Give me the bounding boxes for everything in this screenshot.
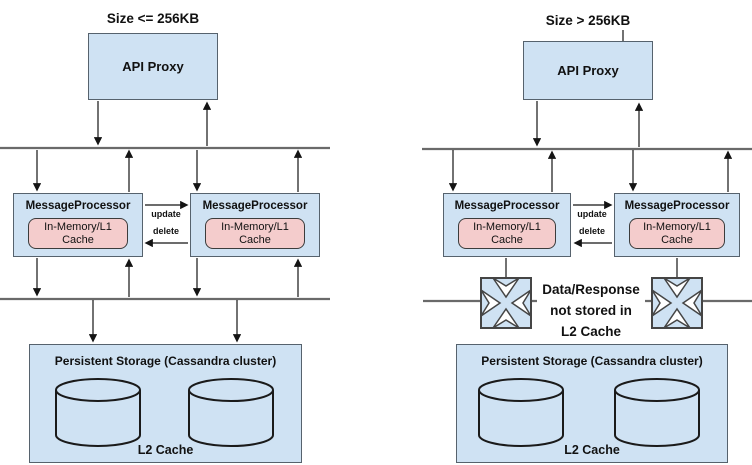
flow-title-right: Size > 256KB <box>545 13 631 28</box>
l1-cache-label: In-Memory/L1 Cache <box>221 220 289 246</box>
update-label: update <box>151 209 181 219</box>
delete-label: delete <box>578 226 605 236</box>
database-cylinder-icon <box>478 378 564 447</box>
l1-cache-label: In-Memory/L1 Cache <box>44 220 112 246</box>
api-proxy-label: API Proxy <box>557 63 619 78</box>
message-processor-box: MessageProcessor In-Memory/L1 Cache <box>443 193 571 257</box>
message-processor-label: MessageProcessor <box>454 200 560 212</box>
database-cylinder-icon <box>55 378 141 447</box>
l1-cache-box: In-Memory/L1 Cache <box>28 218 128 249</box>
l1-cache-label: In-Memory/L1 Cache <box>643 220 711 246</box>
message-processor-box: MessageProcessor In-Memory/L1 Cache <box>13 193 143 257</box>
message-processor-label: MessageProcessor <box>624 200 730 212</box>
api-proxy-box: API Proxy <box>88 33 218 100</box>
api-proxy-box: API Proxy <box>523 41 653 100</box>
storage-title: Persistent Storage (Cassandra cluster) <box>54 354 277 368</box>
blocked-x-icon <box>480 277 532 329</box>
message-processor-label: MessageProcessor <box>25 200 131 212</box>
l1-cache-label: In-Memory/L1 Cache <box>473 220 541 246</box>
message-processor-box: MessageProcessor In-Memory/L1 Cache <box>614 193 740 257</box>
update-label: update <box>577 209 607 219</box>
no-l2-store-annotation: Data/Response not stored in L2 Cache <box>537 279 645 342</box>
delete-label: delete <box>152 226 179 236</box>
l2-cache-label: L2 Cache <box>564 443 620 457</box>
l1-cache-box: In-Memory/L1 Cache <box>458 218 556 249</box>
database-cylinder-icon <box>188 378 274 447</box>
l1-cache-box: In-Memory/L1 Cache <box>629 218 725 249</box>
api-proxy-label: API Proxy <box>122 59 184 74</box>
persistent-storage-box: Persistent Storage (Cassandra cluster) L… <box>456 344 728 463</box>
l2-cache-label: L2 Cache <box>137 443 194 457</box>
blocked-x-icon <box>651 277 703 329</box>
l1-cache-box: In-Memory/L1 Cache <box>205 218 305 249</box>
storage-title: Persistent Storage (Cassandra cluster) <box>481 354 703 368</box>
persistent-storage-box: Persistent Storage (Cassandra cluster) L… <box>29 344 302 463</box>
database-cylinder-icon <box>614 378 700 447</box>
message-processor-label: MessageProcessor <box>202 200 308 212</box>
flow-title-left: Size <= 256KB <box>106 11 200 26</box>
message-processor-box: MessageProcessor In-Memory/L1 Cache <box>190 193 320 257</box>
